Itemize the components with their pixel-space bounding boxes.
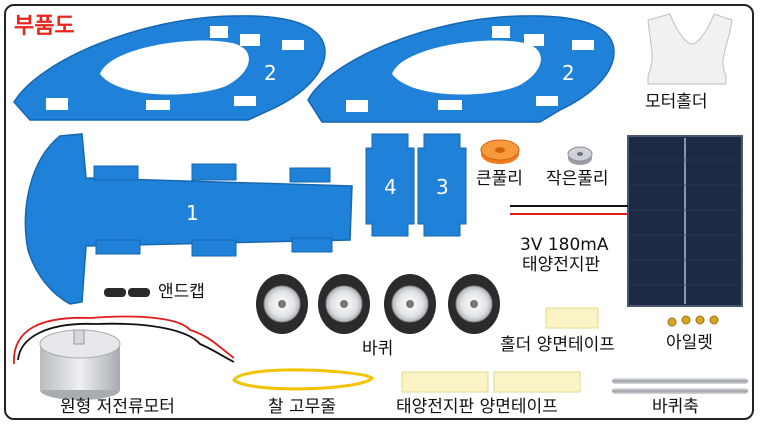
parts-frame (4, 4, 754, 420)
part-number-1: 1 (186, 201, 199, 225)
bracket-3: 3 (417, 133, 467, 237)
holder-tape-label: 홀더 양면테이프 (500, 335, 615, 355)
axles-label: 바퀴축 (652, 397, 699, 417)
small-pulley-icon (567, 146, 593, 165)
solar-tape-label: 태양전지판 양면테이프 (396, 397, 558, 417)
dc-motor-icon (13, 315, 235, 400)
part-number-2a: 2 (264, 61, 277, 85)
side-panel-left: 2 (13, 15, 326, 121)
big-pulley-icon (480, 139, 520, 164)
wheels-icon (256, 274, 500, 334)
eyelets-icon (667, 315, 719, 327)
rubber-belt-label: 찰 고무줄 (268, 397, 336, 417)
holder-tape-icon (545, 307, 599, 329)
eyelets-label: 아일렛 (666, 333, 713, 353)
solar-panel-label: 태양전지판 (522, 255, 601, 275)
end-caps-label: 앤드캡 (158, 282, 205, 302)
base-panel: 1 (24, 133, 353, 305)
side-panel-right: 2 (307, 15, 615, 123)
dc-motor-label: 원형 저전류모터 (60, 397, 175, 417)
page-title: 부품도 (14, 14, 75, 39)
small-pulley-label: 작은풀리 (546, 169, 609, 189)
part-number-3: 3 (436, 175, 449, 199)
part-number-2b: 2 (562, 61, 575, 85)
axles-icon (612, 378, 748, 394)
solar-panel-icon (510, 135, 743, 307)
wheels-label: 바퀴 (362, 339, 394, 359)
bracket-4: 4 (365, 133, 415, 237)
end-caps-icon (104, 288, 150, 297)
big-pulley-label: 큰풀리 (476, 169, 523, 189)
solar-tape-icon (401, 371, 581, 393)
part-number-4: 4 (384, 175, 397, 199)
motor-holder-label: 모터홀더 (645, 92, 708, 112)
motor-holder-icon (647, 13, 733, 85)
solar-panel-spec-label: 3V 180mA (520, 235, 609, 255)
rubber-belt-icon (232, 368, 375, 391)
